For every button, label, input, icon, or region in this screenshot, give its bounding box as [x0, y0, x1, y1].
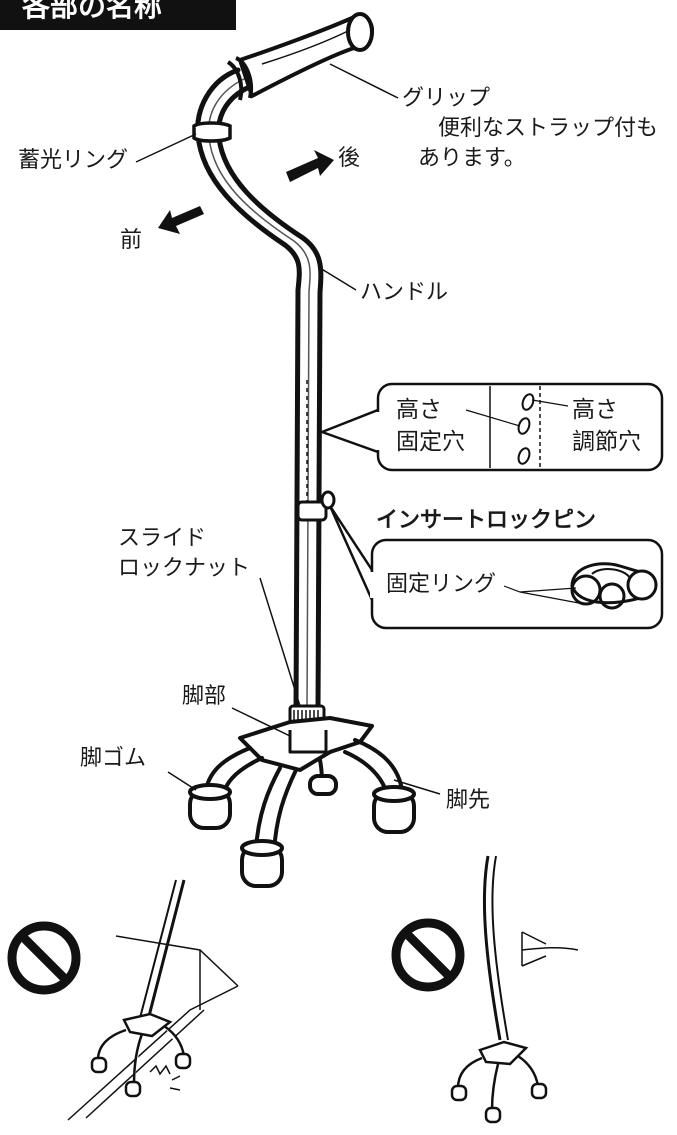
label-leg-base: 脚部	[182, 684, 227, 709]
section-header: 各部の名称	[0, 0, 236, 30]
label-grip-note-1: 便利なストラップ付も	[438, 116, 659, 141]
prohibition-icon-1	[7, 921, 81, 995]
insert-lock-pin-callout	[328, 505, 664, 630]
label-leg-tip: 脚先	[446, 788, 491, 813]
cane-handle-shaft	[195, 67, 324, 713]
label-leg-rubber: 脚ゴム	[80, 746, 147, 771]
prohibition-scene-2	[391, 855, 579, 1124]
insert-lock-pin-drawing	[296, 490, 336, 522]
back-arrow-icon	[286, 150, 334, 182]
label-slide-lock-nut-1: スライド	[118, 526, 207, 551]
front-arrow-icon	[158, 206, 204, 234]
leg-rubbers-drawing	[188, 774, 416, 888]
label-luminous-ring: 蓄光リング	[18, 148, 129, 173]
label-fixing-ring: 固定リング	[386, 572, 497, 597]
section-title: 各部の名称	[22, 0, 163, 23]
label-insert-lock-pin: インサートロックピン	[376, 508, 597, 533]
prohibition-icon-2	[391, 918, 465, 992]
label-grip: グリップ	[402, 86, 491, 111]
label-front: 前	[120, 228, 143, 253]
prohibition-scene-1	[7, 879, 239, 1121]
luminous-ring-drawing	[192, 121, 232, 143]
label-height-adjust-hole-1: 高さ	[572, 397, 618, 423]
leg-base-drawing	[238, 716, 374, 772]
label-height-fixing-hole-1: 高さ	[396, 397, 442, 423]
height-hole-callout	[318, 382, 664, 472]
label-slide-lock-nut-2: ロックナット	[118, 556, 251, 581]
label-handle: ハンドル	[360, 280, 449, 305]
label-grip-note-2: あります。	[418, 146, 526, 171]
label-height-fixing-hole-2: 固定穴	[396, 429, 465, 455]
grip-drawing	[226, 12, 374, 101]
label-back: 後	[338, 146, 361, 171]
label-height-adjust-hole-2: 調節穴	[572, 429, 641, 455]
leader-lines	[135, 63, 441, 795]
